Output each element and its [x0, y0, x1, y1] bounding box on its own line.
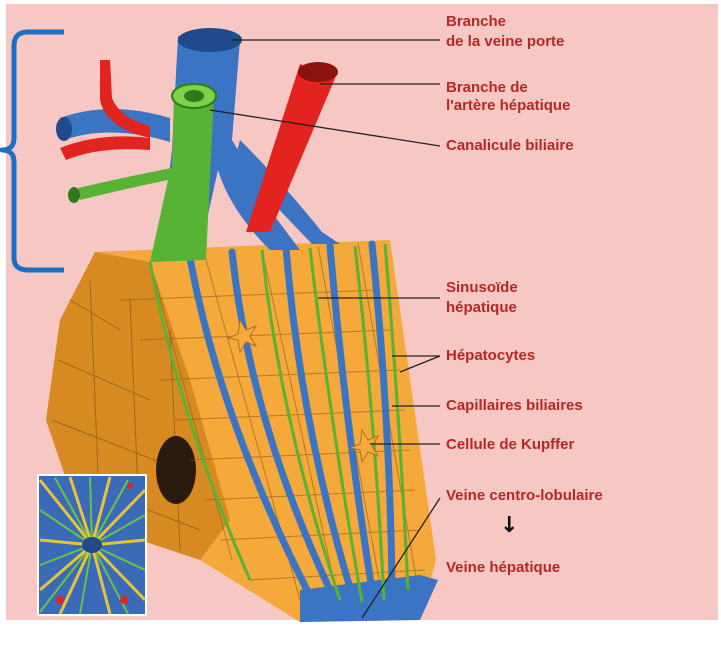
- label-kupffer-cell: Cellule de Kupffer: [446, 436, 575, 453]
- label-hepatic-artery-line1: Branche de: [446, 79, 528, 96]
- label-hepatocytes: Hépatocytes: [446, 347, 535, 364]
- label-portal-vein-line1: Branche: [446, 13, 506, 30]
- label-sinusoid-line2: hépatique: [446, 299, 517, 316]
- label-central-vein: Veine centro-lobulaire: [446, 487, 603, 504]
- lobule-inset-thumbnail: [38, 475, 146, 615]
- down-arrow-icon: ↓: [500, 513, 518, 538]
- label-sinusoid-line1: Sinusoïde: [446, 279, 518, 296]
- label-bile-canaliculus: Canalicule biliaire: [446, 137, 574, 154]
- vessel-cross-section: [156, 436, 196, 504]
- label-portal-vein-line2: de la veine porte: [446, 33, 564, 50]
- label-hepatic-vein: Veine hépatique: [446, 559, 560, 576]
- label-bile-capillaries: Capillaires biliaires: [446, 397, 583, 414]
- label-hepatic-artery-line2: l'artère hépatique: [446, 97, 570, 114]
